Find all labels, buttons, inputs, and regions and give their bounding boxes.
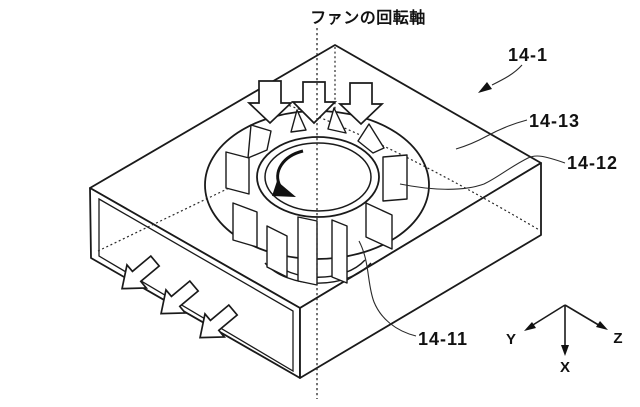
y-axis-line [527,304,566,329]
fan-blade [327,107,347,134]
fan-blade [290,109,307,133]
fan-blade [382,154,408,202]
outlet-opening-frame [98,197,294,373]
rotation-arc [276,149,304,187]
label-14-13: 14-13 [529,111,580,131]
label-14-11: 14-11 [418,329,468,349]
fan-blade [247,124,272,159]
coordinate-triad: Y Z X [506,304,623,376]
fan-blades-rear [247,107,385,159]
y-axis-arrowhead-icon [524,322,536,331]
exhaust-airflow-arrows [121,254,239,339]
fan-blade [225,151,250,195]
z-axis-label: Z [613,330,622,347]
fan-blade [232,202,258,248]
rotation-arrowhead-icon [272,181,296,197]
out-arrow-3 [199,303,239,339]
out-arrow-2 [160,279,200,315]
y-axis-label: Y [506,331,516,348]
hub-outer-ring [256,136,380,218]
down-arrow-left [246,80,294,125]
fan-blade [266,225,288,278]
leader-14-1 [491,64,523,86]
leader-14-11 [358,240,417,337]
leader-14-1-arrowhead-icon [478,82,492,93]
down-arrow-right [337,82,385,126]
out-arrow-1 [121,254,161,290]
figure-title: ファンの回転軸 [310,8,426,27]
z-axis-arrowhead-icon [596,321,608,330]
hub-inner-ring [264,142,372,212]
fan-blade [357,123,385,154]
fan-blade [297,216,318,286]
leader-lines [358,64,566,337]
label-14-12: 14-12 [567,153,618,173]
down-arrow-center [290,81,338,125]
leader-14-12 [399,155,566,190]
label-14-1: 14-1 [508,45,548,65]
z-axis-line [564,304,603,328]
fan-blades-front [225,151,408,286]
box-front-right-face [299,162,542,379]
fan-hub [256,136,380,218]
intake-airflow-arrows [246,80,385,126]
x-axis-label: X [560,359,570,376]
x-axis-arrowhead-icon [561,345,569,356]
rotation-direction-arrow [272,149,304,197]
fan-blade [331,219,348,284]
leader-14-13 [455,119,528,150]
fan-blade [365,202,393,250]
hidden-line-left [97,177,251,252]
